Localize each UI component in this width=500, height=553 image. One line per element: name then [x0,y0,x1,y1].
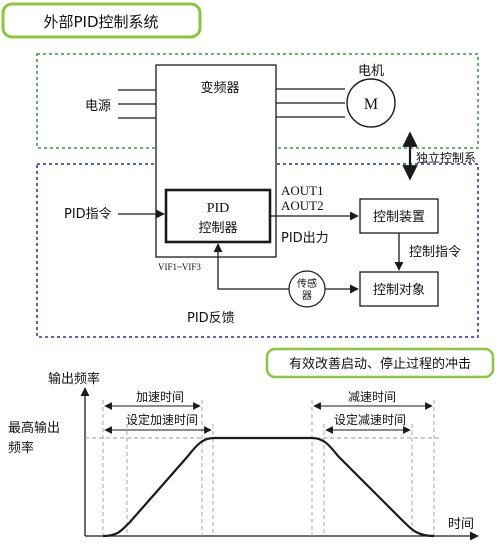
x-axis-label: 时间 [448,517,474,532]
inverter-label: 变频器 [200,80,239,96]
control-object-label: 控制对象 [373,283,425,298]
diagram-title: 外部PID控制系统 [43,13,158,31]
control-region [36,163,479,338]
control-device-box [359,198,439,234]
max-frequency-line1: 最高输出 [8,420,60,436]
power-region [36,53,479,149]
callout-text: 有效改善启动、停止过程的冲击 [289,356,471,372]
pid-controller-line1: PID [207,201,230,216]
motor-circle [346,78,396,128]
set-decel-time-label: 设定减速时间 [334,412,406,427]
pid-command-label: PID指令 [64,207,112,222]
sensor-line2: 器 [302,290,312,302]
pid-output-label: PID出力 [281,231,329,246]
power-label: 电源 [85,99,111,114]
control-object-box [359,271,439,307]
y-axis-label: 输出频率 [48,371,100,387]
title-box [1,2,202,39]
pid-controller-line2: 控制器 [198,221,237,236]
pid-feedback-path [213,243,289,290]
aout2-label: AOUT2 [281,198,324,213]
accel-time-label: 加速时间 [136,390,184,404]
max-frequency-line2: 频率 [8,440,34,456]
set-accel-time-label: 设定加速时间 [126,412,198,427]
callout-box [265,347,495,379]
control-command-label: 控制指令 [409,245,461,260]
aout1-label: AOUT1 [281,183,324,198]
pid-controller-box [164,188,272,244]
independent-label: 独立控制系 [416,150,476,165]
vif-label: VIF1~VIF3 [158,262,201,272]
power-lines [118,89,156,119]
frequency-curve [102,436,435,538]
motor-symbol: M [364,96,378,113]
pid-feedback-label: PID反馈 [187,311,235,326]
sensor-line1: 传感 [297,277,317,290]
motor-label: 电机 [358,64,384,79]
motor-lines [276,88,345,118]
decel-time-label: 减速时间 [348,390,396,404]
control-device-label: 控制装置 [373,210,425,225]
